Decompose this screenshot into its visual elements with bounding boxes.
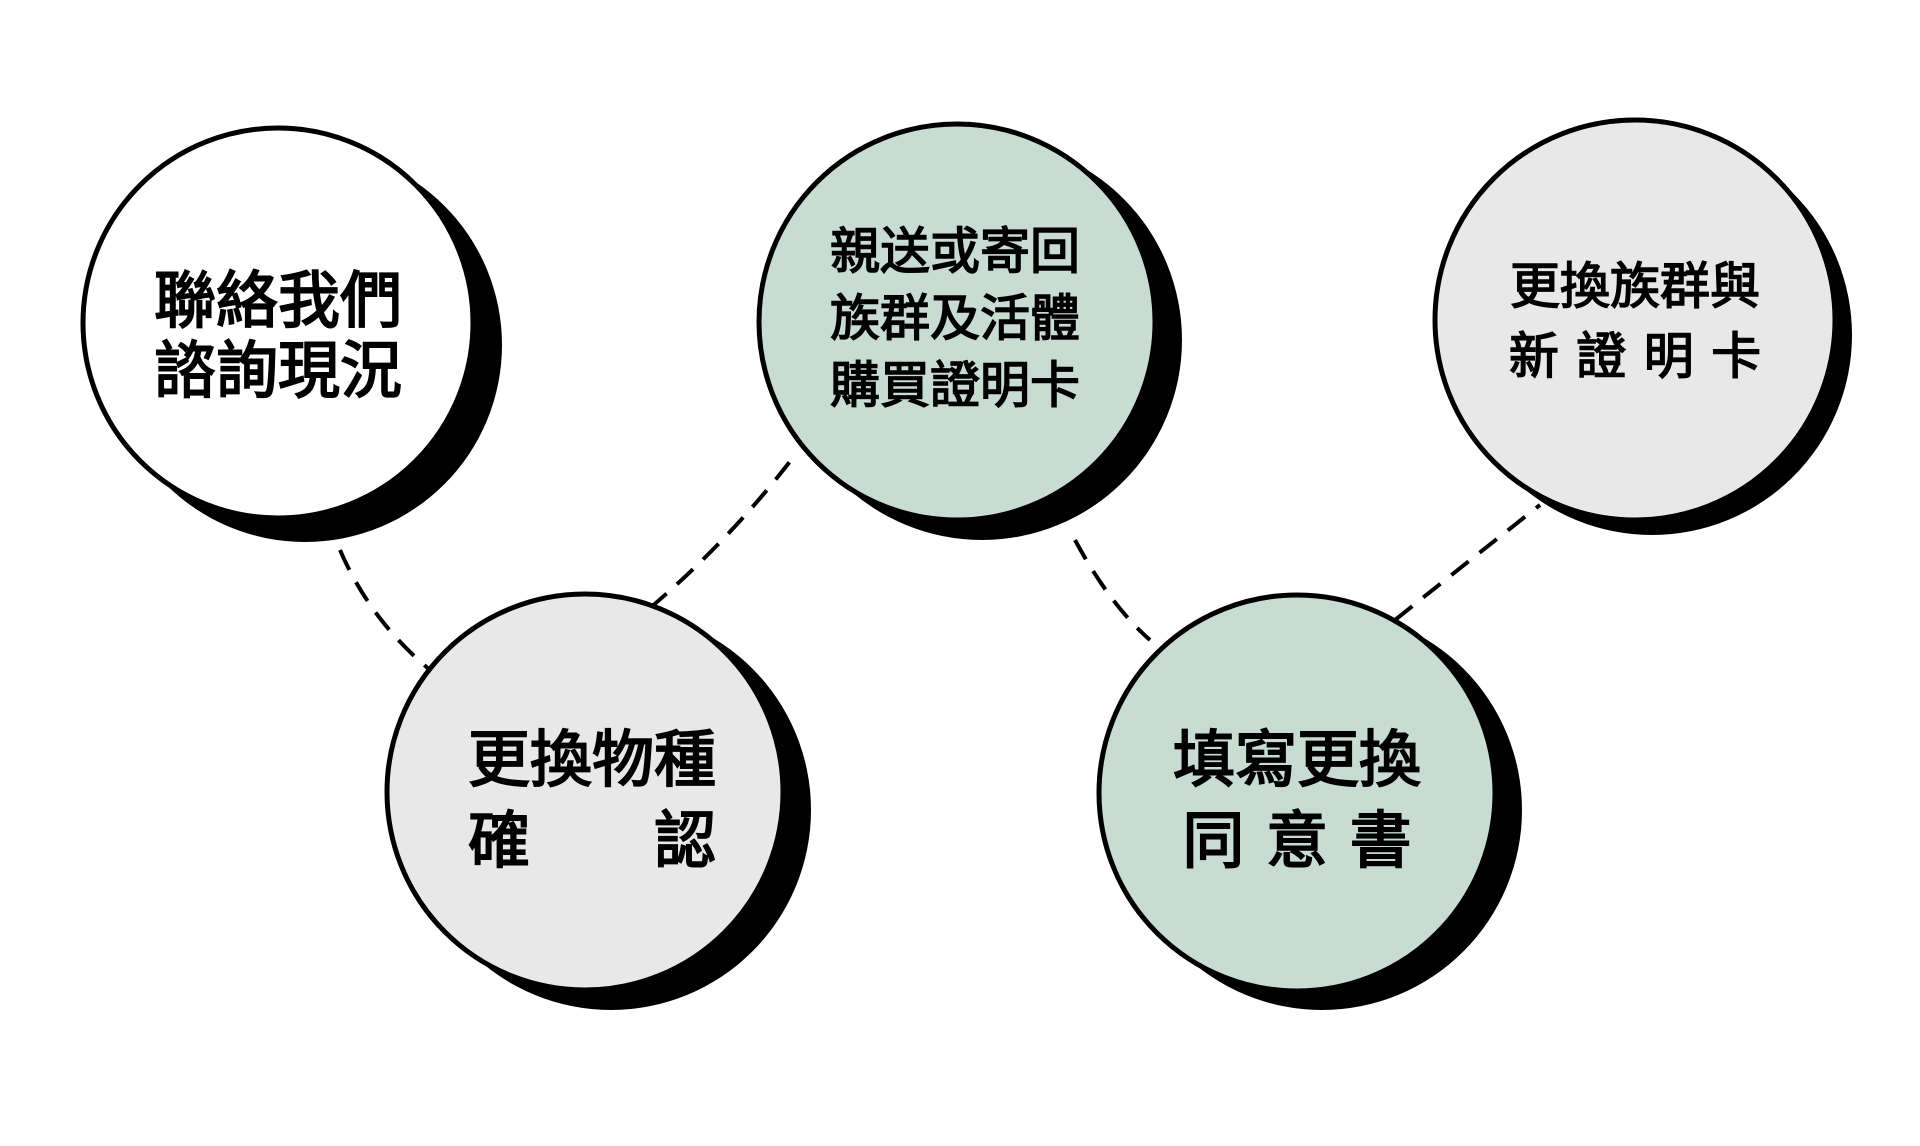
step-consent-form-line-1: 填寫更換 bbox=[1173, 723, 1422, 796]
step-send-back: 親送或寄回 族群及活體 購買證明卡 bbox=[756, 121, 1182, 540]
step-consent-form-circle bbox=[1096, 592, 1498, 994]
step-confirm-species: 更換物種 確 認 bbox=[384, 591, 811, 1010]
step-send-back-line-1: 親送或寄回 bbox=[830, 223, 1080, 281]
step-contact-line-2: 諮詢現況 bbox=[154, 334, 402, 407]
step-consent-form-line-2: 同 意 書 bbox=[1182, 804, 1411, 877]
connector-send-to-consent bbox=[1073, 539, 1152, 642]
step-send-back-line-3: 購買證明卡 bbox=[830, 357, 1080, 415]
step-contact-line-1: 聯絡我們 bbox=[154, 264, 402, 337]
connector-confirm-to-send bbox=[648, 453, 797, 610]
connector-consent-to-newcard bbox=[1393, 503, 1542, 622]
step-confirm-species-line-2: 確 認 bbox=[468, 804, 716, 877]
step-confirm-species-circle bbox=[384, 591, 786, 993]
step-new-card-line-1: 更換族群與 bbox=[1510, 258, 1760, 316]
connectors bbox=[338, 453, 1542, 672]
step-new-card-line-2: 新 證 明 卡 bbox=[1509, 328, 1761, 386]
step-contact: 聯絡我們 諮詢現況 bbox=[80, 125, 502, 542]
step-new-card-circle bbox=[1432, 117, 1838, 523]
step-send-back-circle bbox=[756, 121, 1158, 523]
step-contact-circle bbox=[80, 125, 476, 521]
step-consent-form: 填寫更換 同 意 書 bbox=[1096, 592, 1522, 1010]
step-new-card: 更換族群與 新 證 明 卡 bbox=[1432, 117, 1852, 535]
step-confirm-species-line-1: 更換物種 bbox=[468, 723, 716, 796]
connector-contact-to-confirm bbox=[338, 549, 432, 672]
step-send-back-line-2: 族群及活體 bbox=[830, 290, 1080, 348]
